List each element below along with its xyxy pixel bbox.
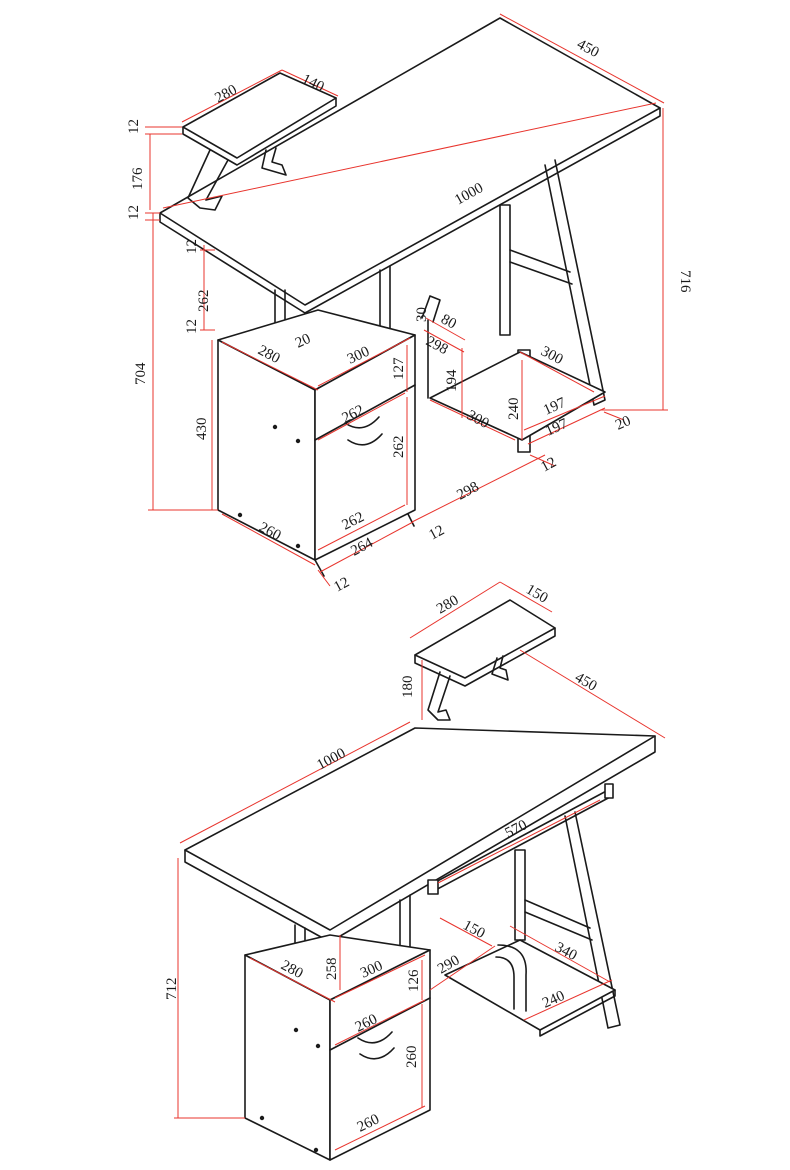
v1-thick-12b: 12 — [126, 205, 142, 220]
cpu-stand-base — [429, 351, 606, 441]
cpu-stand-base — [444, 939, 616, 1031]
v1-cpu-194: 194 — [444, 369, 460, 392]
cpu-stand-back — [421, 295, 441, 323]
mid-post — [379, 265, 391, 336]
screw-hole-2 — [295, 438, 301, 444]
shelf-support-right — [491, 655, 509, 681]
screw-hole-3 — [259, 1115, 265, 1121]
view-2-dimension-lines — [174, 581, 666, 1151]
v1-cpu-30: 30 — [414, 307, 430, 322]
v1-cab-top-20: 20 — [293, 331, 313, 352]
v1-thick-12a: 12 — [126, 119, 142, 134]
v1-drawer-127: 127 — [391, 357, 407, 380]
v2-shelf-height-180: 180 — [400, 676, 416, 699]
right-leg-slant — [544, 159, 606, 406]
cpu-stand-handle-inner — [495, 956, 515, 1010]
v1-thick-12d: 12 — [184, 319, 200, 334]
cpu-stand-handle-outer — [497, 944, 527, 1012]
keyboard-rail — [429, 787, 613, 886]
drawer-divider — [329, 997, 431, 1051]
v1-thick-12c: 12 — [184, 239, 200, 254]
screw-hole-1 — [293, 1027, 299, 1033]
v1-cpu-12: 12 — [538, 454, 559, 475]
keyboard-rail-end-left — [427, 879, 439, 895]
v1-base-12a: 12 — [331, 574, 352, 595]
keyboard-rail-lower — [429, 795, 613, 894]
v1-door-262-h: 262 — [391, 436, 407, 459]
monitor-shelf-edge — [182, 97, 337, 166]
shelf-support-left — [427, 671, 451, 721]
v1-height-430: 430 — [194, 418, 210, 441]
cabinet-foot-left — [314, 559, 325, 577]
right-leg-brace-a — [524, 899, 591, 929]
v2-shelf-depth: 150 — [523, 582, 550, 607]
drawer-handle — [357, 1031, 393, 1044]
v2-drawer-126: 126 — [406, 969, 422, 992]
v2-door-260-h: 260 — [404, 1046, 420, 1069]
v1-cpu-298b: 298 — [454, 479, 481, 504]
mid-post — [399, 894, 411, 951]
monitor-shelf — [414, 599, 556, 679]
v1-desk-depth: 450 — [574, 36, 601, 61]
v1-base-12b: 12 — [426, 522, 447, 543]
cabinet-foot-right — [407, 513, 415, 527]
v1-height-716: 716 — [677, 270, 693, 293]
screw-hole-4 — [295, 543, 301, 549]
desk-top — [184, 727, 656, 931]
drawer-handle — [344, 416, 380, 429]
right-leg-slant — [564, 811, 621, 1029]
door-handle — [347, 433, 383, 446]
v1-height-262: 262 — [196, 290, 212, 313]
desk-top — [159, 17, 661, 306]
right-leg-brace-a — [509, 249, 571, 273]
screw-hole-2 — [315, 1043, 321, 1049]
right-leg-brace-b — [509, 261, 573, 285]
cpu-stand-base-edge — [539, 989, 616, 1037]
v2-shelf-width: 280 — [434, 592, 461, 617]
view-2-front-angle: 280 150 180 450 1000 570 712 280 258 300… — [164, 581, 666, 1161]
view-1-dimension-lines — [145, 13, 668, 587]
view-1-rear-angle: 280 140 450 1000 716 704 12 176 12 12 26… — [126, 13, 693, 596]
door-handle — [359, 1047, 395, 1060]
cabinet-front — [329, 949, 431, 1161]
v2-height-258: 258 — [324, 958, 340, 981]
v2-cpu-150: 150 — [460, 917, 487, 942]
v2-height-712: 712 — [164, 978, 180, 1001]
right-leg-brace-b — [524, 911, 593, 941]
shelf-support-left — [187, 149, 229, 211]
screw-hole-4 — [313, 1147, 319, 1153]
v2-desk-depth: 450 — [572, 670, 599, 695]
shelf-support-right — [261, 147, 287, 176]
v1-cpu-80: 80 — [438, 311, 459, 332]
drawer-divider — [314, 384, 416, 441]
right-leg-frame — [499, 204, 511, 336]
desk-top-edge — [159, 107, 661, 314]
v1-height-176: 176 — [130, 167, 146, 190]
right-leg-frame — [514, 849, 526, 941]
v1-height-704: 704 — [133, 362, 149, 385]
screw-hole-1 — [272, 424, 278, 430]
screw-hole-3 — [237, 512, 243, 518]
keyboard-rail-end-right — [604, 783, 614, 799]
monitor-shelf-edge — [414, 627, 556, 687]
v1-cpu-240: 240 — [506, 398, 522, 421]
v1-cpu-20: 20 — [613, 413, 633, 434]
